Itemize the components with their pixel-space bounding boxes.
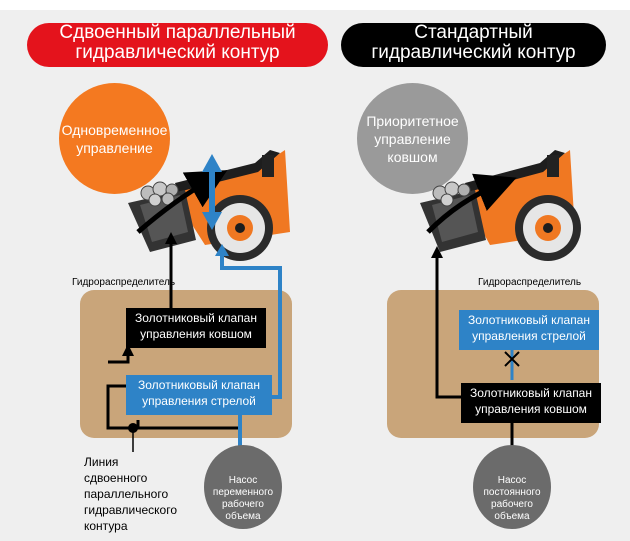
header-left-line2: гидравлический контур bbox=[75, 42, 280, 63]
left-boom-valve: Золотниковый клапан управления стрелой bbox=[126, 375, 272, 415]
top-strip bbox=[0, 0, 630, 10]
badge-right-line2: управление bbox=[374, 130, 451, 147]
badge-left-line2: управление bbox=[76, 139, 153, 156]
left-bucket-valve-line2: управления ковшом bbox=[140, 327, 252, 341]
pump-right-line4: объема bbox=[494, 511, 530, 522]
line-label-2: сдвоенного bbox=[84, 471, 148, 485]
blocked-x-icon bbox=[504, 351, 520, 367]
left-bucket-valve-line1: Золотниковый клапан bbox=[135, 311, 257, 325]
left-bucket-valve: Золотниковый клапан управления ковшом bbox=[126, 308, 266, 348]
distributor-label-left: Гидрораспределитель bbox=[72, 277, 176, 288]
left-blue-boom-line bbox=[220, 250, 282, 399]
left-black-loop bbox=[106, 384, 140, 430]
pump-right-line1: Насос bbox=[497, 475, 527, 486]
line-label-5: контура bbox=[84, 519, 128, 533]
bucket-motion-arrow-left bbox=[136, 170, 228, 234]
pump-right-line3: рабочего bbox=[491, 499, 533, 510]
header-right-line1: Стандартный bbox=[414, 22, 533, 43]
right-boom-valve-line1: Золотниковый клапан bbox=[468, 313, 590, 327]
right-bucket-valve-line2: управления ковшом bbox=[475, 402, 587, 416]
loader-left-illustration bbox=[128, 150, 290, 261]
pump-left-line3: рабочего bbox=[222, 499, 264, 510]
variable-displacement-pump: Насос переменного рабочего объема bbox=[204, 445, 282, 529]
pump-left-line1: Насос bbox=[228, 475, 258, 486]
simultaneous-control-badge: Одновременное управление bbox=[59, 83, 170, 194]
right-boom-valve-line2: управления стрелой bbox=[472, 329, 586, 343]
badge-left-line1: Одновременное bbox=[61, 121, 168, 138]
right-boom-valve: Золотниковый клапан управления стрелой bbox=[459, 310, 599, 350]
double-parallel-line-label: Линия сдвоенного параллельного гидравлич… bbox=[84, 454, 177, 534]
header-standard: Стандартный гидравлический контур bbox=[341, 23, 606, 67]
distributor-label-right: Гидрораспределитель bbox=[478, 277, 582, 288]
right-bucket-valve: Золотниковый клапан управления ковшом bbox=[461, 383, 601, 423]
line-label-1: Линия bbox=[84, 455, 119, 469]
left-boom-valve-line1: Золотниковый клапан bbox=[138, 378, 260, 392]
header-right-line2: гидравлический контур bbox=[371, 42, 576, 63]
line-label-3: параллельного bbox=[84, 487, 169, 501]
header-double-parallel: Сдвоенный параллельный гидравлический ко… bbox=[27, 23, 328, 67]
fixed-displacement-pump: Насос постоянного рабочего объема bbox=[473, 445, 551, 529]
pump-right-line2: постоянного bbox=[483, 487, 541, 498]
pump-left-line2: переменного bbox=[212, 487, 274, 498]
bucket-motion-arrow-right bbox=[426, 173, 517, 234]
header-left-line1: Сдвоенный параллельный bbox=[59, 22, 296, 43]
left-junction-dot bbox=[128, 423, 138, 433]
pump-left-line4: объема bbox=[225, 511, 261, 522]
badge-right-line3: ковшом bbox=[387, 148, 438, 165]
right-bucket-valve-line1: Золотниковый клапан bbox=[470, 386, 592, 400]
priority-bucket-badge: Приоритетное управление ковшом bbox=[357, 83, 468, 194]
loader-right-illustration bbox=[420, 150, 581, 261]
line-label-4: гидравлического bbox=[84, 503, 178, 517]
left-boom-valve-line2: управления стрелой bbox=[142, 394, 256, 408]
badge-right-line1: Приоритетное bbox=[366, 112, 459, 129]
